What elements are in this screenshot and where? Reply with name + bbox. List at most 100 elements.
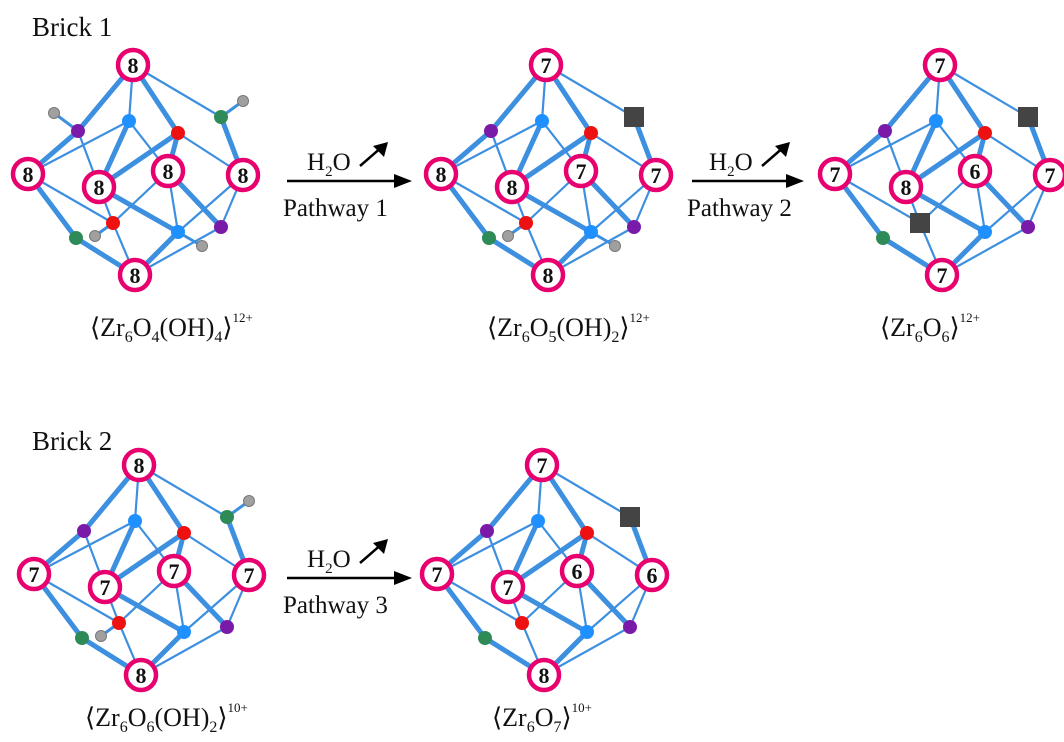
zr-atom [81,169,117,205]
oxygen-atom [584,126,598,140]
zr-coordination-number: 6 [970,159,981,184]
oxygen-atom [515,616,529,630]
arrow-head [786,174,804,188]
oxygen-atom [69,231,83,245]
zr-atom [16,556,52,592]
zr-atom [922,47,958,83]
zr-atom [957,153,993,189]
formula-zr6o5oh2: ⟨Zr6O5(OH)2⟩12+ [487,310,650,346]
pathway-label: Pathway 1 [283,195,388,222]
zr-atom [156,553,192,589]
oxygen-atom [214,110,228,124]
zr-coordination-number: 7 [503,575,514,600]
hydrogen-atom [243,495,255,507]
zr-atom [524,447,560,483]
zr-coordination-number: 7 [651,163,662,188]
oxygen-vacancy [620,507,640,527]
zr-atom [115,47,151,83]
oxygen-atom [177,625,191,639]
formula-zr6o4oh4: ⟨Zr6O4(OH)4⟩12+ [90,310,253,346]
zr-atom [494,169,530,205]
oxygen-atom [580,526,594,540]
oxygen-atom [122,114,136,128]
oxygen-atom [171,126,185,140]
hydrogen-atom [609,240,621,252]
zr-coordination-number: 7 [937,263,948,288]
oxygen-atom [220,620,234,634]
hydrogen-atom [89,230,101,242]
oxygen-atom [484,124,498,138]
reagent-water: H2O [709,149,753,180]
zr-coordination-number: 8 [543,263,554,288]
oxygen-atom [627,220,641,234]
zr-coordination-number: 8 [539,663,550,688]
zr-coordination-number: 7 [830,162,841,187]
zr-coordination-number: 6 [572,559,583,584]
zr-coordination-number: 7 [541,53,552,78]
reaction-arrow-pathway-3: H2O Pathway 3 [283,539,412,619]
reaction-arrow-pathway-2: H2O Pathway 2 [687,142,804,222]
zr-atom [419,556,455,592]
zr-coordination-number: 7 [935,53,946,78]
formula-zr6o6oh2: ⟨Zr6O6(OH)2⟩10+ [85,700,248,736]
oxygen-atom [531,514,545,528]
bond [26,119,131,176]
zr-atom [817,156,853,192]
oxygen-atom [978,225,992,239]
zr-atom [87,569,123,605]
release-arrow-head [373,539,388,554]
oxygen-atom [623,620,637,634]
hydrogen-atom [196,240,208,252]
zr-atom [528,47,564,83]
bond [32,519,137,576]
bond [435,519,540,576]
zr-atom [490,569,526,605]
zr-atom [888,169,924,205]
oxygen-atom [71,124,85,138]
zr-atom [563,153,599,189]
oxygen-atom [480,524,494,538]
zr-atom [634,557,670,593]
oxygen-atom [171,225,185,239]
zr-coordination-number: 8 [94,175,105,200]
oxygen-atom [75,631,89,645]
oxygen-vacancy [1018,107,1038,127]
oxygen-atom [878,124,892,138]
hydrogen-atom [95,630,107,642]
hydrogen-atom [502,230,514,242]
zr-atom [559,553,595,589]
reagent-water: H2O [307,546,351,577]
bond [833,119,938,176]
zr-atom [1032,157,1064,193]
release-arrow-head [373,142,388,157]
zr-coordination-number: 7 [100,575,111,600]
oxygen-atom [177,526,191,540]
reagent-water: H2O [307,149,351,180]
zr-atom [924,257,960,293]
zr-coordination-number: 8 [901,175,912,200]
zr-atom [423,156,459,192]
brick-1-label: Brick 1 [32,12,112,42]
zr-atom [225,157,261,193]
zr-coordination-number: 8 [23,162,34,187]
zr-coordination-number: 8 [507,175,518,200]
formula-zr6o6: ⟨Zr6O6⟩12+ [880,310,980,346]
zr-coordination-number: 7 [432,562,443,587]
oxygen-atom [978,126,992,140]
zr-coordination-number: 7 [169,559,180,584]
zr-coordination-number: 8 [134,453,145,478]
cluster-zr6o6: 7 7 8 6 7 7 [817,47,1064,293]
oxygen-atom [876,231,890,245]
hydrogen-atom [48,107,60,119]
arrow-head [394,174,412,188]
oxygen-atom [77,524,91,538]
zr-coordination-number: 7 [1045,163,1056,188]
zr-coordination-number: 8 [130,263,141,288]
zr-atom [526,657,562,693]
oxygen-atom [220,510,234,524]
hydrogen-atom [237,95,249,107]
